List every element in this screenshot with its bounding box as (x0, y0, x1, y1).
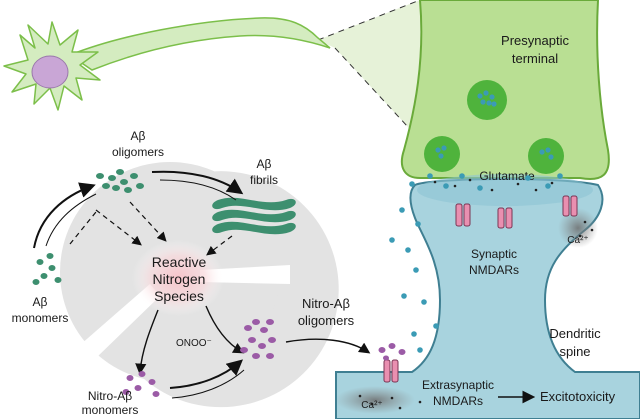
synaptic-cleft-shade (417, 174, 593, 206)
ab-fibrils-label-line2: fibrils (250, 173, 278, 187)
arrow-fibrils-to-oligomers (159, 179, 237, 201)
rns-label-line1: Reactive (152, 254, 207, 270)
synaptic-nmdar-1 (455, 203, 471, 227)
presynaptic-label-line2: terminal (512, 51, 558, 66)
ab-monomers-label-line2: monomers (12, 311, 69, 325)
nitro-oligomers-label-line2: oligomers (298, 313, 355, 328)
rns-label-line3: Species (154, 288, 204, 304)
nitro-oligomers-cluster (240, 319, 276, 359)
onoo-label: ONOO⁻ (176, 338, 212, 349)
nitro-monomers-cluster (122, 371, 160, 397)
zoom-line-bottom (334, 47, 421, 141)
extrasynaptic-label-line2: NMDARs (433, 394, 483, 408)
axon (68, 17, 331, 71)
glutamate-label: Glutamate (479, 169, 535, 183)
dendritic-spine: Glutamate Ca²⁺ Synaptic NMDARs Dendritic… (335, 169, 640, 419)
arrow-oligomers-to-monomers (45, 193, 97, 247)
amyloid-cycle: Aβ oligomers Aβ fibrils Aβ monomers Reac… (12, 129, 406, 417)
arrow-nitro-oligomers-to-monomers (171, 369, 245, 399)
zoom-cone (318, 0, 420, 140)
presynaptic-terminal: Presynaptic terminal (400, 0, 610, 180)
dashed-arrow-mono-oligo (95, 209, 142, 246)
ab-oligomers-cluster (96, 169, 144, 193)
arrow-oligomers-to-fibrils (151, 170, 244, 195)
nitro-monomers-label-line2: monomers (82, 403, 139, 417)
synaptic-nmdar-2 (497, 207, 513, 229)
ab-oligomers-label-line2: oligomers (112, 145, 164, 159)
cycle-gap-left (80, 284, 160, 358)
synaptic-vesicle-right (528, 138, 564, 174)
dashed-arrow-fibrils-to-rns (206, 235, 233, 256)
vesicle-glutamate-cluster (435, 90, 554, 160)
arrow-monomers-to-oligomers (33, 182, 96, 249)
synaptic-nmdar-3 (562, 195, 578, 217)
nitro-monomers-label-line1: Nitro-Aβ (88, 389, 132, 403)
ab-fibrils (212, 197, 296, 235)
dendritic-spine-label-line2: spine (559, 344, 590, 359)
ab-monomers-cluster (32, 253, 62, 285)
dendritic-spine-label-line1: Dendritic (549, 326, 601, 341)
rns-label-line2: Nitrogen (153, 271, 206, 287)
nmdar-bound-oligomers (378, 343, 406, 361)
ca-extrasynaptic-label: Ca²⁺ (361, 400, 382, 411)
nmda-receptors (383, 195, 578, 383)
rns-glow (132, 240, 224, 316)
extrasynaptic-nmdar (383, 359, 399, 383)
dashed-arrow-monomers-to-rns (69, 211, 97, 245)
presynaptic-membrane (400, 0, 610, 180)
neuron (3, 17, 331, 111)
synaptic-vesicle-large (467, 80, 507, 120)
ab-oligomers-label-line1: Aβ (131, 129, 146, 143)
ca-synaptic-label: Ca²⁺ (567, 235, 588, 246)
ab-fibrils-label-line1: Aβ (257, 157, 272, 171)
synaptic-nmdars-label-line2: NMDARs (469, 263, 519, 277)
arrow-nitro-oligomers-to-nmdar (285, 338, 371, 354)
released-glutamate (389, 173, 563, 353)
nitro-oligomers-label-line1: Nitro-Aβ (302, 296, 350, 311)
ab-monomers-label-line1: Aβ (33, 295, 48, 309)
neuron-nucleus (31, 55, 69, 89)
synaptic-calcium-cloud (558, 208, 598, 248)
calcium-dots (358, 178, 594, 410)
zoom-line-top (317, 0, 421, 41)
synaptic-nmdars-label-line1: Synaptic (471, 247, 517, 261)
arrow-rns-to-nitro-oligomers (205, 305, 245, 354)
extrasynaptic-calcium-cloud (335, 386, 415, 414)
presynaptic-label-line1: Presynaptic (501, 33, 569, 48)
arrow-nitro-monomers-to-oligomers (169, 359, 244, 389)
excitotoxicity-label: Excitotoxicity (540, 389, 616, 404)
extrasynaptic-label-line1: Extrasynaptic (422, 378, 494, 392)
arrow-rns-to-nitro-monomers (135, 309, 159, 375)
